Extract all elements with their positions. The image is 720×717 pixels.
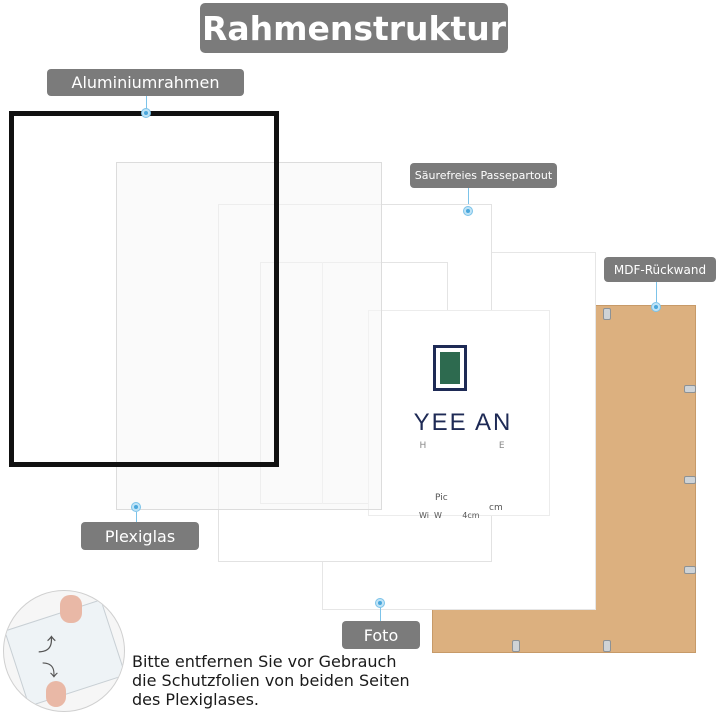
brand-name: YEE AN [413,409,513,436]
brand-sub: H E [419,441,509,451]
finger-icon [46,681,66,707]
marker-line [146,96,147,110]
film-removal-illustration: ⤴ ⤵ [3,590,125,712]
marker-line [380,606,381,621]
peel-arrow-icon: ⤴ [38,635,56,656]
marker-plexiglass [131,502,141,512]
photo-insert-card: YEE AN H E Pic cm Wi W 4cm [368,310,550,520]
label-aluminium-frame: Aluminiumrahmen [47,69,244,96]
marker-line [656,282,657,302]
marker-photo [375,598,385,608]
aluminium-frame [9,111,279,467]
marker-passepartout [463,206,473,216]
backboard-clip [603,640,611,652]
label-plexiglass: Plexiglas [81,522,199,550]
label-photo: Foto [342,621,420,649]
backboard-clip [684,566,696,574]
backboard-clip [684,385,696,393]
backboard-clip [603,308,611,320]
page-title: Rahmenstruktur [200,3,508,53]
label-mdf-backboard: MDF-Rückwand [604,257,716,282]
marker-frame [141,108,151,118]
insert-text-2: cm [489,503,503,513]
backboard-clip [512,640,520,652]
peel-arrow-icon: ⤵ [42,661,59,680]
insert-text-3: Wi W 4cm [419,511,480,520]
backboard-clip [684,476,696,484]
label-passepartout: Säurefreies Passepartout [410,163,557,188]
marker-line [136,512,137,522]
brand-logo-icon [433,345,467,391]
plexiglass-sheet [116,162,382,510]
marker-backboard [651,302,661,312]
finger-icon [60,595,82,623]
note-line-3: des Plexiglases. [132,690,259,709]
note-line-1: Bitte entfernen Sie vor Gebrauch [132,652,397,671]
marker-line [468,188,469,204]
note-line-2: die Schutzfolien von beiden Seiten [132,671,410,690]
insert-text-1: Pic [435,493,448,503]
